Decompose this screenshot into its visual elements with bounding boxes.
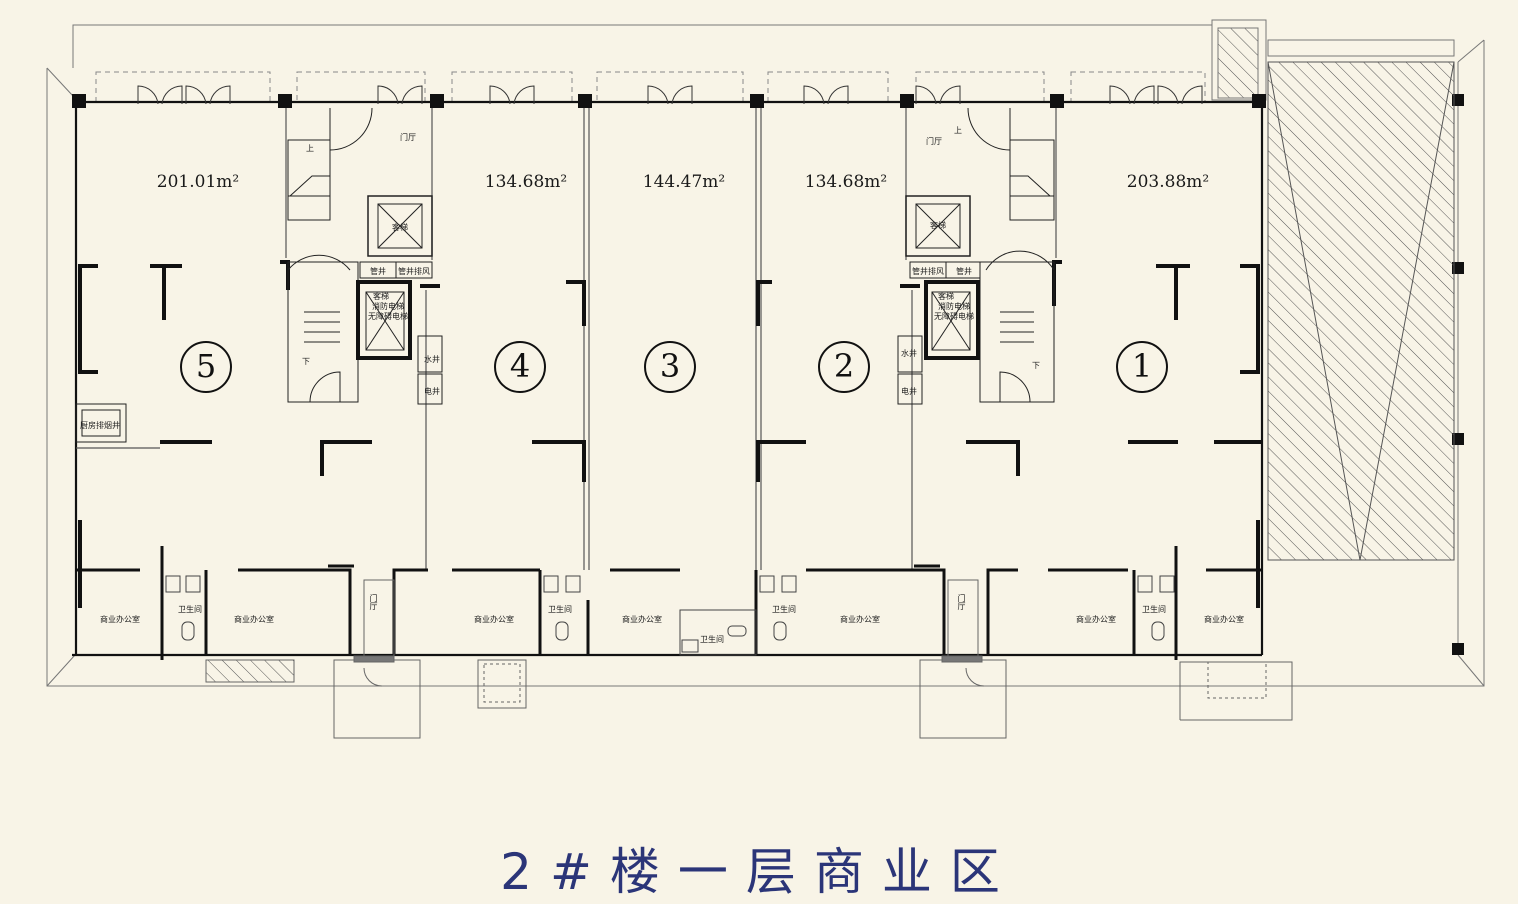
columns <box>72 94 1464 655</box>
unit-5-area: 201.01m² <box>156 172 240 192</box>
unit-4-office: 商业办公室 <box>474 615 514 624</box>
unit-3-area: 144.47m² <box>642 172 726 192</box>
left-core-fire-elevator-a: 客梯 <box>373 292 389 301</box>
unit-5-office-right: 商业办公室 <box>234 615 274 624</box>
unit-1-toilet: 卫生间 <box>1142 605 1166 614</box>
site-outline <box>46 19 1485 687</box>
right-core-electric: 电井 <box>901 387 917 396</box>
unit-1-office-right: 商业办公室 <box>1204 615 1244 624</box>
left-core-lobby-bottom: 门厅 <box>369 594 378 610</box>
unit-4-area: 134.68m² <box>484 172 568 192</box>
unit-1-number: 1 <box>1116 341 1168 393</box>
front-canopies <box>95 71 1206 103</box>
right-core <box>897 107 1055 405</box>
right-core-barrier-free-elevator: 无障碍电梯 <box>934 312 974 321</box>
unit-5-number: 5 <box>180 341 232 393</box>
unit-2-number: 2 <box>818 341 870 393</box>
unit-5-office-left: 商业办公室 <box>100 615 140 624</box>
left-core-lobby: 门厅 <box>400 133 416 142</box>
interior-walls <box>78 260 1262 608</box>
right-core-stair-up: 上 <box>954 126 962 135</box>
right-core-stair-down: 下 <box>1032 361 1040 370</box>
right-core-vent: 管井排风 <box>912 267 944 276</box>
unit-5-toilet: 卫生间 <box>178 605 202 614</box>
office-partitions <box>76 546 1262 660</box>
unit-3-office: 商业办公室 <box>622 615 662 624</box>
left-core-vent: 管井排风 <box>398 267 430 276</box>
left-core-fire-elevator: 消防电梯 <box>372 302 404 311</box>
right-core-lobby-bottom: 门厅 <box>957 594 966 610</box>
ramp-area <box>1267 61 1455 561</box>
unit-3-toilet: 卫生间 <box>700 635 724 644</box>
unit-1-area: 203.88m² <box>1126 172 1210 192</box>
left-core <box>75 107 443 443</box>
front-doors <box>137 85 1203 105</box>
unit-4-toilet: 卫生间 <box>548 605 572 614</box>
left-core-electric: 电井 <box>424 387 440 396</box>
right-core-water: 水井 <box>901 349 917 358</box>
left-kitchen-shaft: 厨房排烟井 <box>80 421 120 430</box>
left-core-elevator: 客梯 <box>392 223 408 232</box>
unit-2-toilet: 卫生间 <box>772 605 796 614</box>
right-core-shaft: 管井 <box>956 267 972 276</box>
left-core-barrier-free-elevator: 无障碍电梯 <box>368 312 408 321</box>
right-core-lobby: 门厅 <box>926 137 942 146</box>
left-core-stair-up: 上 <box>306 144 314 153</box>
left-core-water: 水井 <box>424 355 440 364</box>
unit-2-office: 商业办公室 <box>840 615 880 624</box>
right-core-fire-elevator: 消防电梯 <box>938 302 970 311</box>
unit-1-office-left: 商业办公室 <box>1076 615 1116 624</box>
unit-3-number: 3 <box>644 341 696 393</box>
right-core-fire-elevator-a: 客梯 <box>938 292 954 301</box>
unit-4-number: 4 <box>494 341 546 393</box>
left-core-stair-down: 下 <box>302 357 310 366</box>
right-core-elevator: 客梯 <box>930 221 946 230</box>
unit-2-area: 134.68m² <box>804 172 888 192</box>
left-core-shaft: 管井 <box>370 267 386 276</box>
rear-lobbies <box>205 579 1293 739</box>
party-walls <box>76 102 1057 570</box>
floor-plan <box>46 19 1485 739</box>
page-title: 2#楼一层商业区 <box>500 843 1018 901</box>
toilet-fixtures <box>165 575 1175 656</box>
